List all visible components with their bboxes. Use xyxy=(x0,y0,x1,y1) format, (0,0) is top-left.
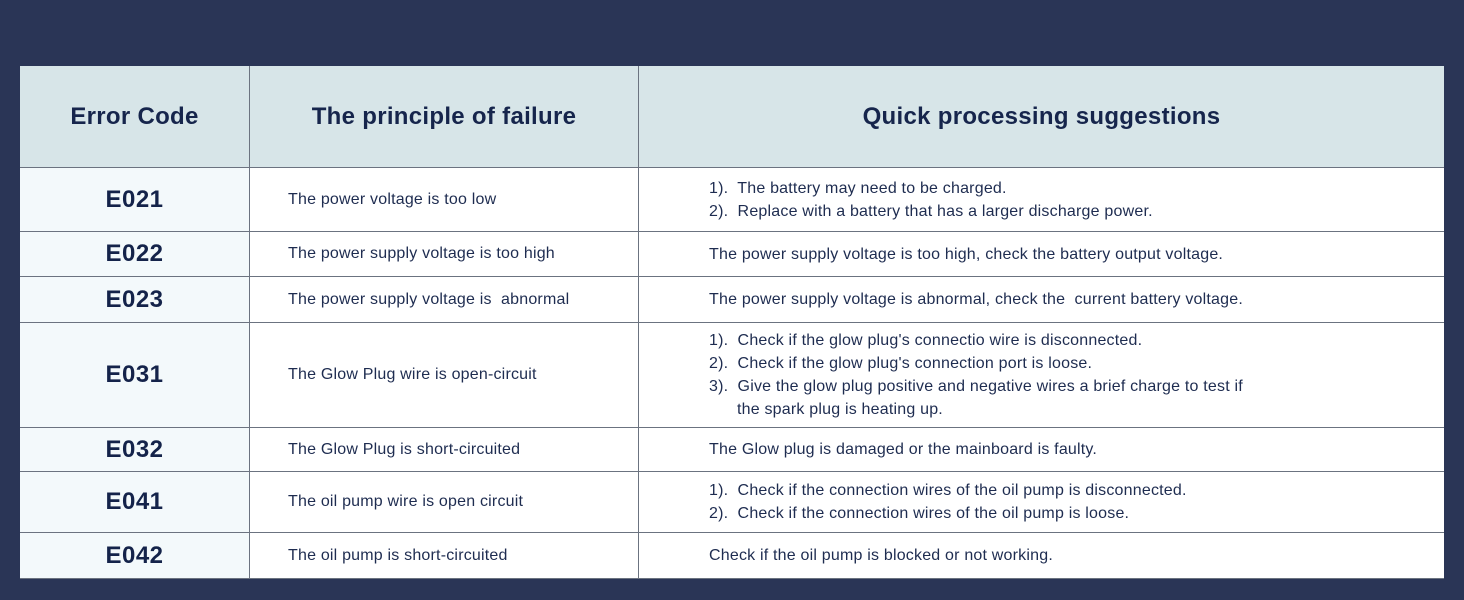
header-cell-error-code: Error Code xyxy=(20,66,250,167)
error-code-cell: E021 xyxy=(20,168,250,231)
suggestions-cell: 1). Check if the glow plug's connectio w… xyxy=(639,323,1444,427)
principle-cell: The power supply voltage is too high xyxy=(250,232,639,276)
suggestions-cell: 1). The battery may need to be charged. 2… xyxy=(639,168,1444,231)
principle-cell: The power supply voltage is abnormal xyxy=(250,277,639,322)
suggestions-cell: 1). Check if the connection wires of the… xyxy=(639,472,1444,532)
table-header-row: Error Code The principle of failure Quic… xyxy=(20,66,1444,168)
suggestion-line: 1). The battery may need to be charged. xyxy=(709,179,1007,197)
principle-cell: The Glow Plug is short-circuited xyxy=(250,428,639,471)
suggestion-line: The power supply voltage is abnormal, ch… xyxy=(709,291,1243,308)
suggestions-cell: The power supply voltage is abnormal, ch… xyxy=(639,277,1444,322)
principle-cell: The Glow Plug wire is open-circuit xyxy=(250,323,639,427)
error-code-cell: E031 xyxy=(20,323,250,427)
error-code-cell: E042 xyxy=(20,533,250,578)
suggestion-line: The Glow plug is damaged or the mainboar… xyxy=(709,441,1098,458)
error-code-cell: E022 xyxy=(20,232,250,276)
error-code-cell: E041 xyxy=(20,472,250,532)
suggestion-line: 2). Check if the connection wires of the… xyxy=(709,505,1130,522)
principle-cell: The power voltage is too low xyxy=(250,168,639,231)
suggestion-line: 2). Check if the glow plug's connection … xyxy=(709,355,1093,372)
suggestion-line: the spark plug is heating up. xyxy=(737,401,943,418)
suggestion-line: 1). Check if the glow plug's connectio w… xyxy=(709,332,1143,349)
error-code-cell: E032 xyxy=(20,428,250,471)
suggestion-line: Check if the oil pump is blocked or not … xyxy=(709,547,1053,564)
suggestion-line: 1). Check if the connection wires of the… xyxy=(709,482,1187,499)
principle-cell: The oil pump is short-circuited xyxy=(250,533,639,578)
principle-cell: The oil pump wire is open circuit xyxy=(250,472,639,532)
header-cell-principle: The principle of failure xyxy=(250,66,639,167)
error-code-cell: E023 xyxy=(20,277,250,322)
suggestions-cell: The Glow plug is damaged or the mainboar… xyxy=(639,428,1444,471)
suggestion-line: 2). Replace with a battery that has a la… xyxy=(709,202,1153,220)
header-cell-suggestions: Quick processing suggestions xyxy=(862,102,1221,130)
suggestion-line: 3). Give the glow plug positive and nega… xyxy=(709,378,1243,395)
suggestions-cell: Check if the oil pump is blocked or not … xyxy=(639,533,1444,578)
error-code-table: Error Code The principle of failure Quic… xyxy=(20,66,1444,579)
suggestions-cell: The power supply voltage is too high, ch… xyxy=(639,232,1444,276)
suggestion-line: The power supply voltage is too high, ch… xyxy=(709,245,1224,263)
